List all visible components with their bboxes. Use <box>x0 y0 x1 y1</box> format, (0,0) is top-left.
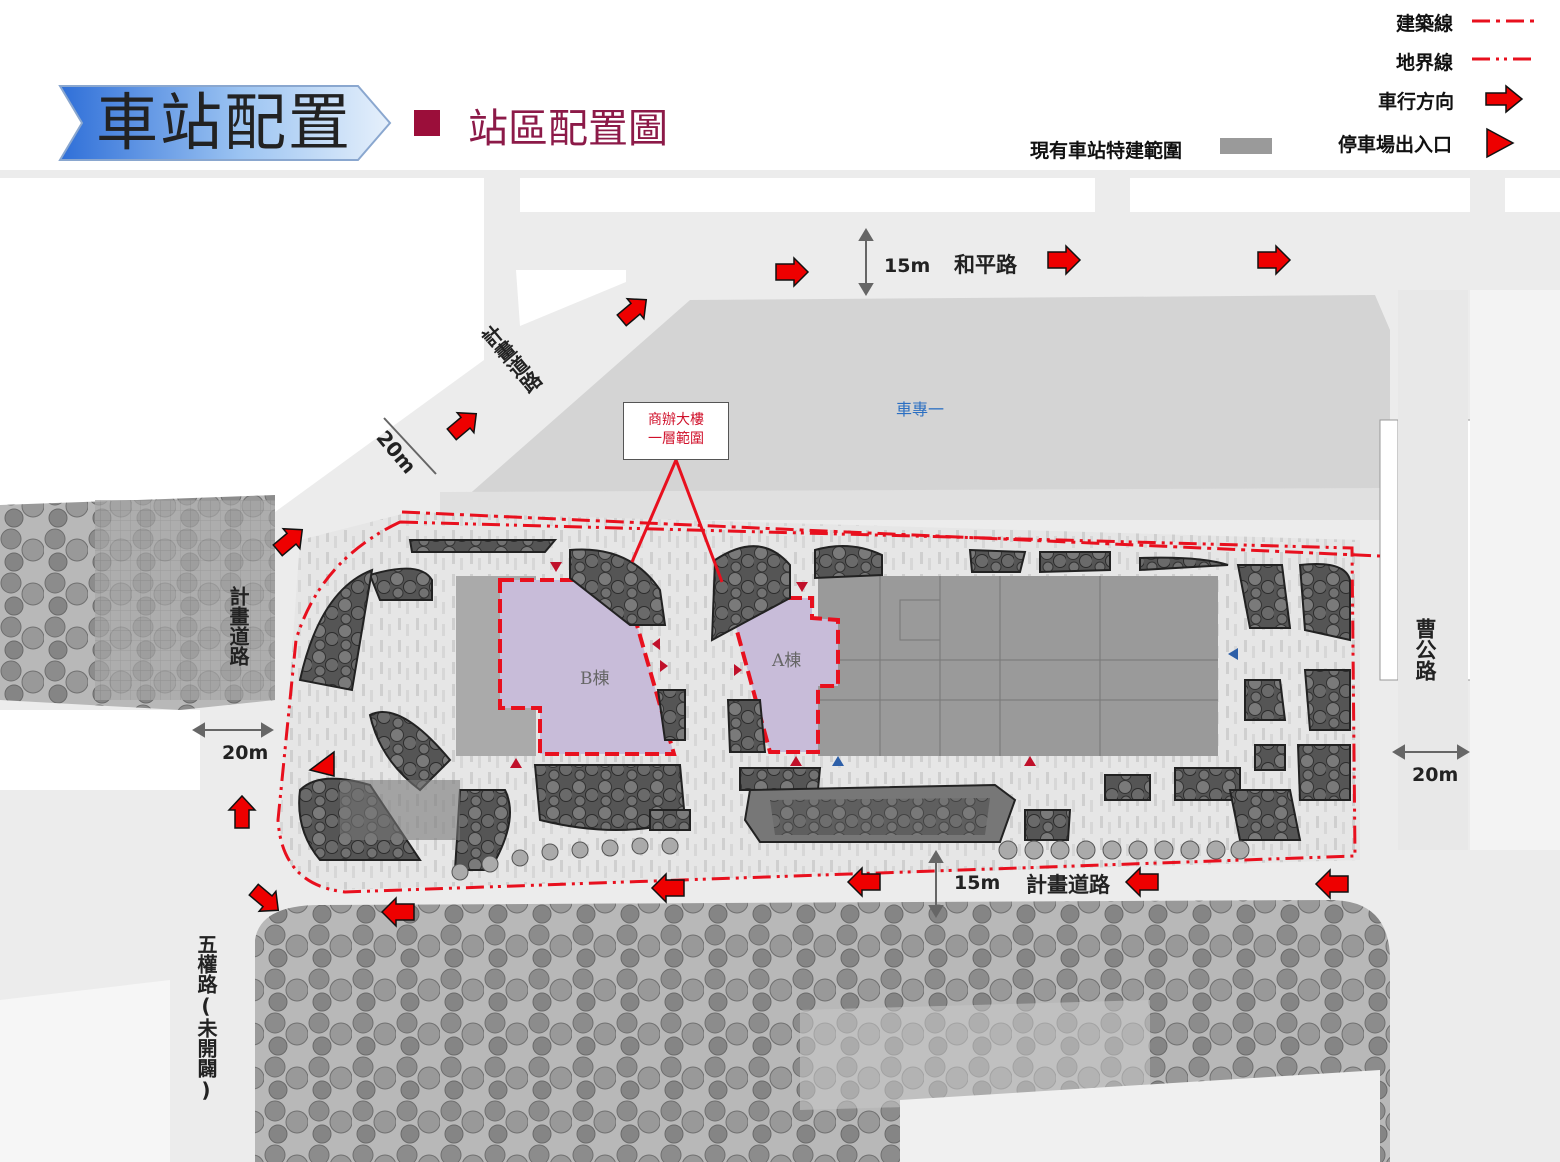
east-road-width: 20m <box>1412 764 1459 786</box>
page-title: 車站配置 <box>96 86 353 159</box>
building-a-label: A棟 <box>772 651 802 671</box>
car-lane-label: 車專一 <box>896 400 945 419</box>
traffic-arrow-icon <box>1485 84 1524 114</box>
south-road-width: 15m <box>954 872 1001 894</box>
cao-gong-road-label: 曹公路 <box>1413 618 1437 681</box>
legend-traffic-direction-label: 車行方向 <box>1378 91 1455 113</box>
subtitle-bullet <box>414 110 440 136</box>
parking-entrance-triangle-icon <box>1486 127 1515 159</box>
building-line-symbol-icon <box>1472 19 1534 23</box>
legend-existing-station-label: 現有車站特建範圍 <box>1030 140 1183 162</box>
south-planned-road-label: 計畫道路 <box>1026 873 1110 897</box>
note-line-1: 商辦大樓 <box>648 412 704 428</box>
page-subtitle: 站區配置圖 <box>468 106 668 152</box>
wuquan-road-label: 五權路(未開闢) <box>194 934 218 1102</box>
site-plan-map <box>0 170 1560 1162</box>
office-building-ground-floor-note: 商辦大樓 一層範圍 <box>623 402 729 460</box>
title-banner <box>58 85 392 161</box>
legend-parking-entrance-label: 停車場出入口 <box>1338 134 1453 156</box>
legend-building-line-label: 建築線 <box>1396 13 1454 35</box>
building-b-label: B棟 <box>580 669 610 689</box>
property-line-symbol-icon <box>1472 57 1534 61</box>
west-road-width: 20m <box>222 742 269 764</box>
west-planned-road-label: 計畫道路 <box>226 586 250 666</box>
heping-road-label: 和平路 <box>954 253 1017 277</box>
existing-station-swatch <box>1220 138 1272 154</box>
legend-property-line-label: 地界線 <box>1396 52 1454 74</box>
heping-road-width: 15m <box>884 255 931 277</box>
note-line-2: 一層範圍 <box>648 431 704 447</box>
